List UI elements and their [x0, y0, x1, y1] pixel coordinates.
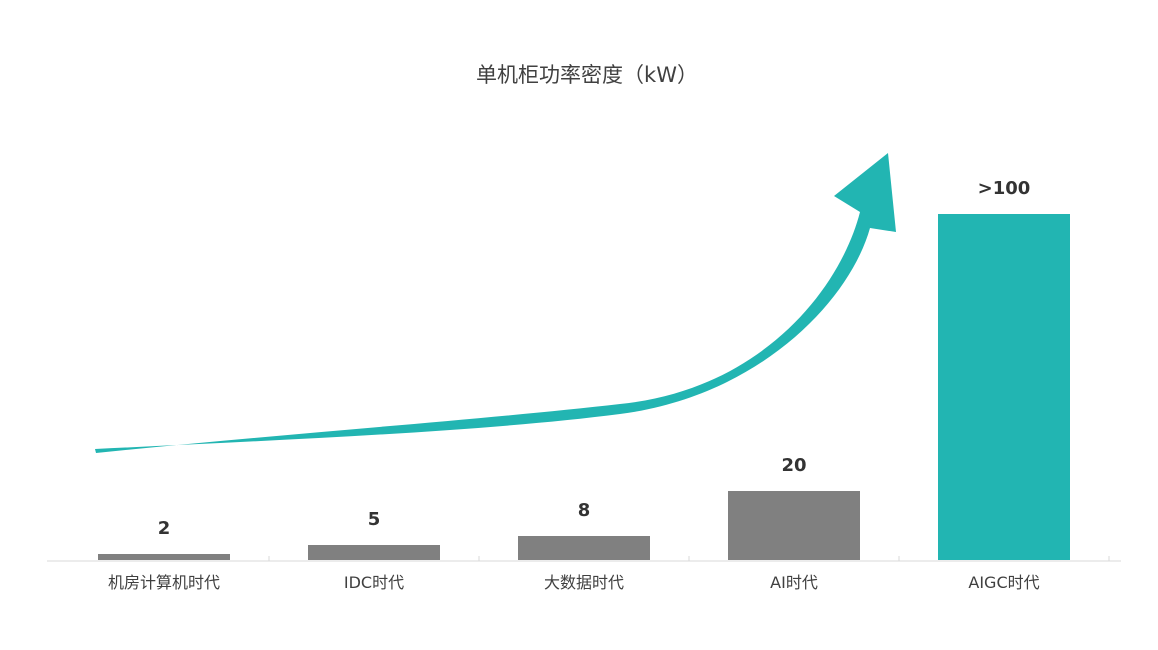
- value-label-4: 20: [781, 455, 806, 476]
- value-labels: 2 5 8 20 >100: [158, 178, 1031, 539]
- bar-2: [308, 545, 440, 560]
- category-label-4: AI时代: [770, 573, 818, 592]
- bar-4: [728, 491, 860, 560]
- category-label-5: AIGC时代: [968, 573, 1039, 592]
- bar-5: [938, 214, 1070, 560]
- value-label-2: 5: [368, 509, 381, 530]
- value-label-1: 2: [158, 518, 171, 539]
- bars: [98, 214, 1070, 560]
- bar-3: [518, 536, 650, 560]
- chart-title: 单机柜功率密度（kW）: [476, 63, 698, 87]
- trend-arrow: [95, 153, 896, 453]
- value-label-5: >100: [978, 178, 1031, 199]
- bar-1: [98, 554, 230, 560]
- category-label-1: 机房计算机时代: [108, 573, 220, 592]
- value-label-3: 8: [578, 500, 591, 521]
- category-label-2: IDC时代: [344, 573, 404, 592]
- category-labels: 机房计算机时代 IDC时代 大数据时代 AI时代 AIGC时代: [108, 556, 1110, 592]
- category-label-3: 大数据时代: [544, 573, 624, 592]
